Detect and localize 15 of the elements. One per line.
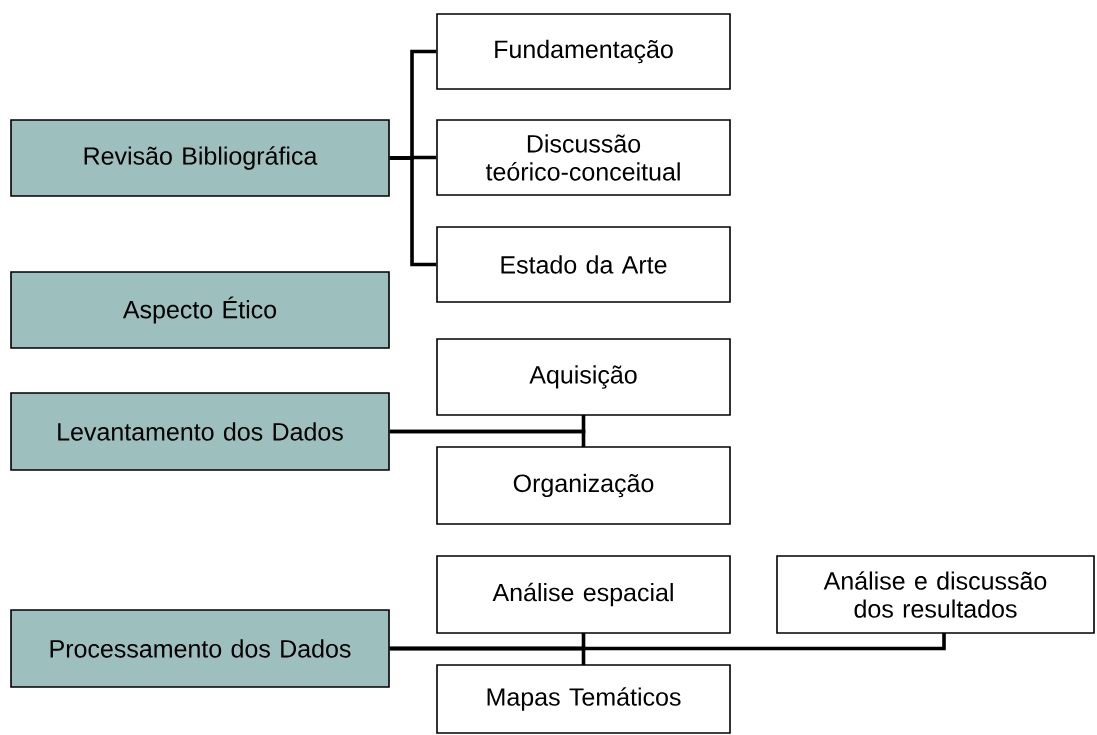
task-box: Mapas Temáticos: [436, 664, 731, 734]
task-box: Organização: [436, 446, 731, 525]
connector-line: [389, 646, 586, 665]
stage-box: Processamento dos Dados: [10, 609, 390, 688]
task-box: Fundamentação: [436, 13, 731, 90]
task-box: Discussão teórico-conceitual: [436, 119, 731, 196]
stage-box: Levantamento dos Dados: [10, 392, 390, 471]
task-box: Análise espacial: [436, 555, 731, 634]
task-box: Aquisição: [436, 338, 731, 416]
connector-line: [389, 156, 437, 267]
stage-box: Aspecto Ético: [10, 271, 390, 349]
connector-line: [389, 429, 586, 447]
task-box: Estado da Arte: [436, 226, 731, 303]
stage-box: Revisão Bibliográfica: [10, 119, 390, 197]
task-box: Análise e discussão dos resultados: [776, 555, 1095, 634]
